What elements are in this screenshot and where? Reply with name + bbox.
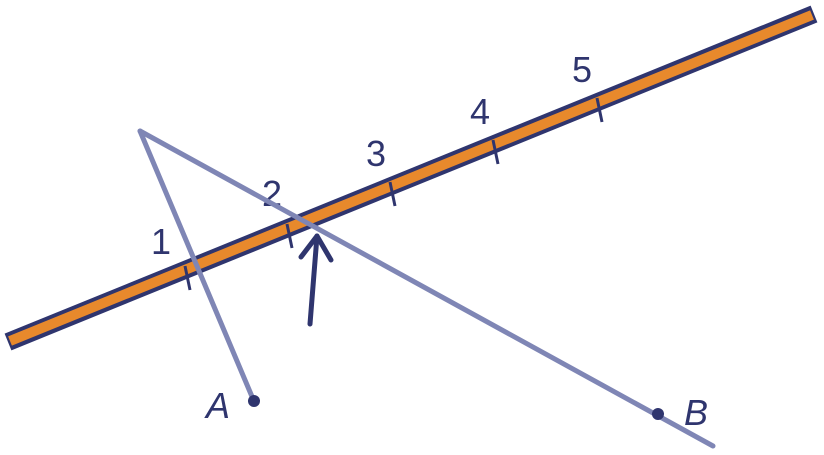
tick-5 <box>595 97 604 123</box>
point-a-dot <box>248 395 260 407</box>
guide-lines <box>137 128 716 449</box>
tick-1 <box>183 265 192 291</box>
tick-label-1: 1 <box>151 221 171 262</box>
tick-4 <box>491 139 500 165</box>
tick-label-5: 5 <box>572 49 592 90</box>
point-b-label: B <box>684 392 708 433</box>
point-a-label: A <box>204 385 230 426</box>
guide-line-to-a <box>137 128 256 402</box>
ruler-fill <box>8 10 814 346</box>
guide-line-to-b <box>137 128 716 449</box>
tick-3 <box>388 181 397 207</box>
ruler-tick-labels: 1 2 3 4 5 <box>151 49 592 262</box>
ruler <box>4 5 818 351</box>
tick-label-3: 3 <box>366 133 386 174</box>
ruler-ticks <box>183 97 604 291</box>
point-b: B <box>652 392 708 433</box>
arrow-shaft <box>307 233 320 327</box>
tick-label-4: 4 <box>470 91 490 132</box>
up-arrow-icon <box>298 233 334 327</box>
point-a: A <box>204 385 260 426</box>
point-b-dot <box>652 408 664 420</box>
arrow-head <box>298 233 334 263</box>
tick-2 <box>285 223 294 249</box>
